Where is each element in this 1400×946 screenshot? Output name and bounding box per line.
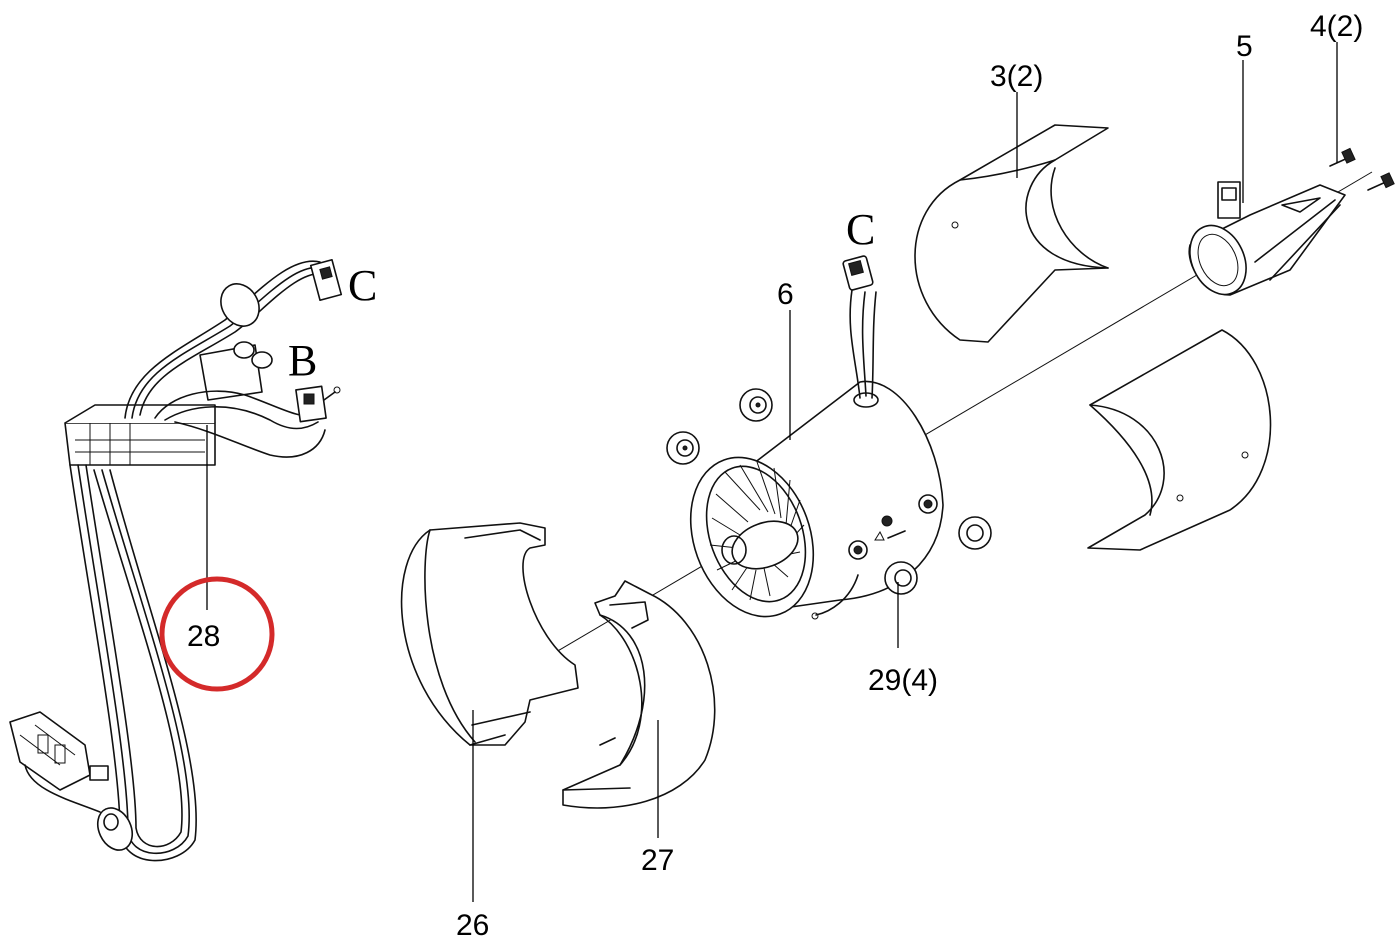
connector-label-c-mid: C <box>846 205 875 254</box>
label-part-5: 5 <box>1236 30 1253 63</box>
label-part-6: 6 <box>777 278 794 311</box>
part-5-nose-cone <box>1188 181 1346 296</box>
part-28-wiring-harness <box>9 258 343 862</box>
part-3-upper-shell <box>914 124 1109 343</box>
part-29-grommets <box>666 388 992 595</box>
part-3-lower-shell <box>1087 329 1272 551</box>
label-part-3: 3(2) <box>990 60 1043 93</box>
highlight-circle-28 <box>159 576 275 692</box>
label-part-26: 26 <box>456 909 489 941</box>
connector-label-b: B <box>288 336 317 385</box>
part-27-outer-shroud <box>562 580 716 809</box>
part-4-screws <box>1329 147 1395 191</box>
label-part-4: 4(2) <box>1310 10 1363 43</box>
label-part-29: 29(4) <box>868 664 938 697</box>
part-6-motor-fan-unit <box>689 255 944 620</box>
label-part-27: 27 <box>641 844 674 877</box>
label-part-28: 28 <box>187 620 220 653</box>
connector-label-c-left: C <box>348 261 377 310</box>
part-26-inner-ring <box>400 522 579 746</box>
